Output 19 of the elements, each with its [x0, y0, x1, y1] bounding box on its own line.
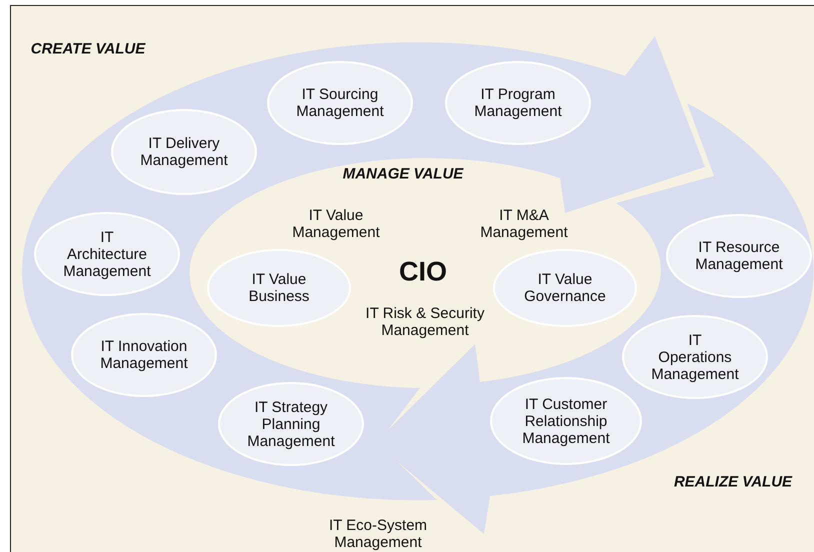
section-title: MANAGE VALUE	[342, 166, 464, 182]
node-label: IT Resource Management	[695, 239, 783, 273]
node-label: IT Value Business	[248, 271, 310, 305]
section-title: CREATE VALUE	[30, 40, 146, 58]
function-label: IT Eco-System Management	[328, 517, 428, 551]
function-label: IT Risk & Security Management	[364, 305, 486, 339]
node-label: IT Operations Management	[651, 332, 739, 382]
function-label: IT M&A Management	[479, 207, 569, 241]
function-label: IT Value Management	[291, 207, 381, 241]
node-label: IT Value Governance	[523, 271, 607, 305]
node-label: IT Customer Relationship Management	[521, 396, 611, 446]
center-title: CIO	[399, 258, 447, 286]
node-label: IT Strategy Planning Management	[246, 398, 336, 450]
node-label: IT Innovation Management	[100, 338, 188, 372]
section-title: REALIZE VALUE	[674, 474, 792, 490]
node-label: IT Program Management	[474, 86, 562, 120]
node-label: IT Delivery Management	[140, 135, 228, 169]
node-label: IT Sourcing Management	[296, 86, 384, 120]
node-label: IT Architecture Management	[63, 228, 151, 280]
